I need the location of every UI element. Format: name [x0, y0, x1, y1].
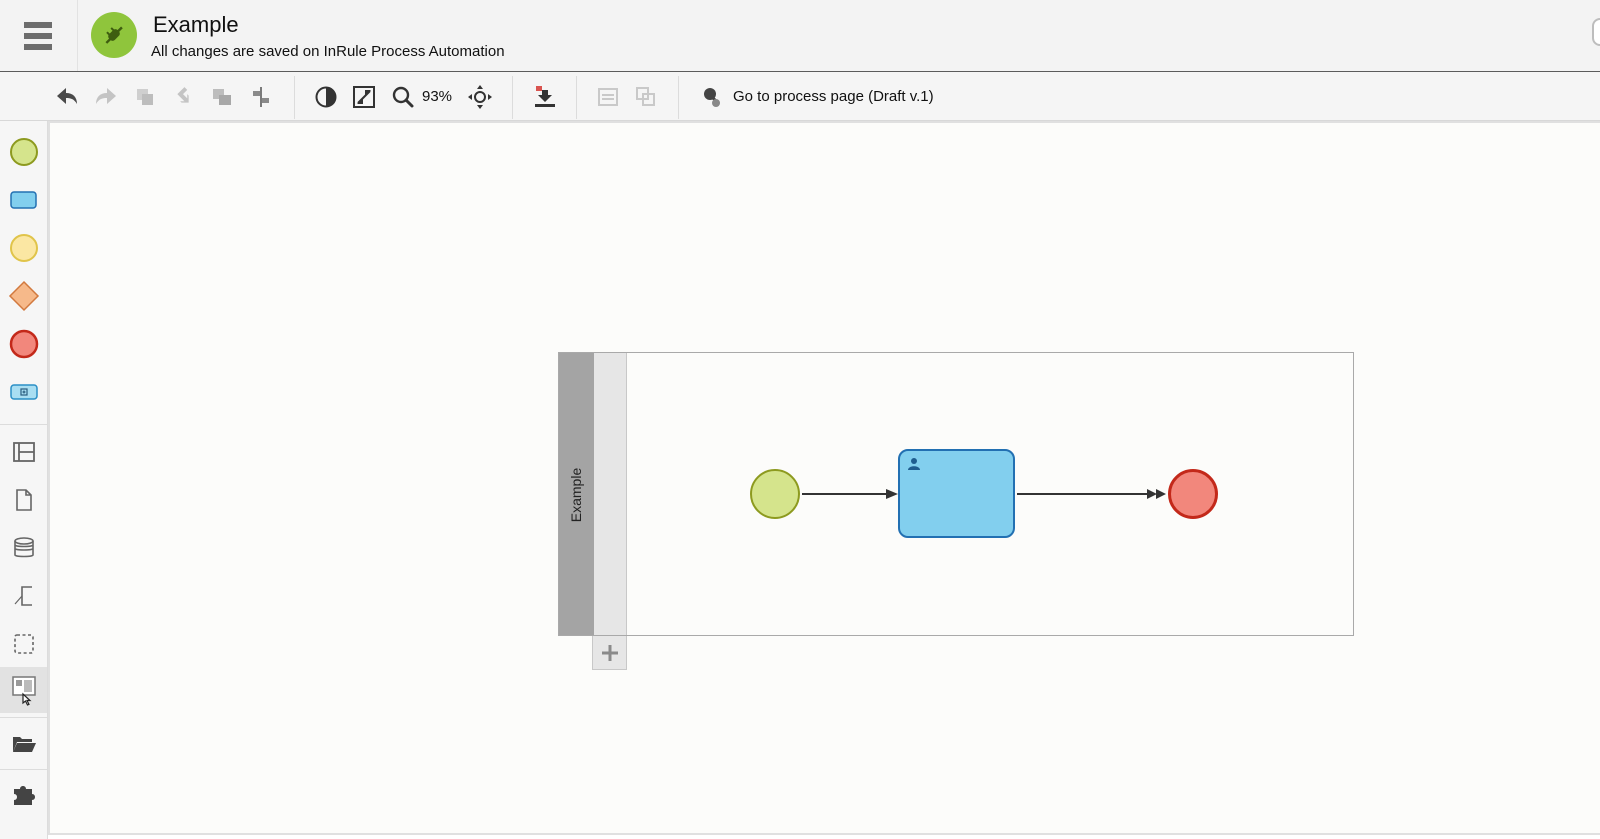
duplicate-button[interactable]	[207, 82, 237, 112]
properties-button[interactable]	[593, 82, 623, 112]
end-event[interactable]	[1168, 469, 1218, 519]
start-event-icon	[9, 138, 38, 166]
palette-separator	[0, 769, 47, 770]
toolbar-separator	[678, 76, 679, 119]
toolbar: 93% Go to process page (Draft v.1)	[0, 72, 1600, 121]
open-folder-icon	[12, 737, 36, 752]
zoom-level[interactable]: 93%	[422, 88, 453, 105]
pool-tool[interactable]	[0, 429, 47, 475]
paste-icon	[177, 86, 189, 103]
copy-icon	[137, 89, 153, 105]
align-button[interactable]	[246, 82, 276, 112]
compare-icon	[636, 87, 655, 106]
properties-icon	[598, 88, 618, 106]
puzzle-piece-icon	[13, 786, 35, 805]
data-object-icon	[15, 489, 32, 511]
image-tool-icon	[11, 676, 36, 706]
redo-button[interactable]	[91, 82, 121, 112]
shape-palette	[0, 121, 48, 839]
palette-separator	[0, 424, 47, 425]
pool[interactable]: Example	[558, 352, 1354, 636]
undo-icon	[57, 88, 77, 104]
data-store-tool[interactable]	[0, 525, 47, 571]
process-page-button[interactable]	[697, 82, 727, 112]
zoom-button[interactable]	[388, 82, 418, 112]
pool-label: Example	[568, 467, 584, 523]
app-header: Example All changes are saved on InRule …	[0, 0, 1600, 72]
duplicate-icon	[213, 89, 231, 105]
task-icon	[9, 191, 37, 209]
pan-button[interactable]	[465, 82, 495, 112]
contrast-button[interactable]	[311, 82, 341, 112]
redo-icon	[96, 88, 116, 104]
process-title: Example	[153, 12, 239, 37]
end-event-tool[interactable]	[0, 321, 47, 367]
intermediate-event-icon	[9, 234, 38, 262]
user-task[interactable]	[898, 449, 1015, 538]
start-event-tool[interactable]	[0, 129, 47, 175]
plugin-tool[interactable]	[0, 771, 47, 817]
start-event[interactable]	[750, 469, 800, 519]
app-logo	[91, 12, 137, 58]
hamburger-menu-icon	[24, 22, 52, 50]
process-page-icon	[704, 88, 721, 107]
group-tool[interactable]	[0, 621, 47, 667]
gateway-icon	[8, 280, 39, 312]
main-menu-button[interactable]	[0, 0, 78, 71]
pool-icon	[12, 442, 35, 462]
palette-separator	[0, 717, 47, 718]
sequence-flow-task-to-end[interactable]	[1015, 486, 1168, 502]
data-object-tool[interactable]	[0, 477, 47, 523]
fit-to-screen-button[interactable]	[349, 82, 379, 112]
plus-icon	[601, 644, 618, 661]
image-tool[interactable]	[0, 667, 47, 713]
user-icon	[908, 458, 920, 470]
plug-icon	[105, 26, 123, 44]
subprocess-icon	[9, 384, 38, 400]
paste-button[interactable]	[168, 82, 198, 112]
subprocess-tool[interactable]	[0, 369, 47, 415]
toolbar-separator	[512, 76, 513, 119]
download-icon	[535, 86, 555, 107]
intermediate-event-tool[interactable]	[0, 225, 47, 271]
group-icon	[13, 634, 34, 654]
side-panel-handle[interactable]	[1592, 18, 1600, 46]
data-store-icon	[13, 537, 34, 558]
toolbar-separator	[576, 76, 577, 119]
end-event-icon	[9, 329, 38, 359]
download-button[interactable]	[530, 82, 560, 112]
save-status-text: All changes are saved on InRule Process …	[151, 43, 505, 60]
add-lane-button[interactable]	[592, 636, 627, 670]
zoom-icon	[392, 86, 414, 108]
contrast-icon	[315, 86, 337, 108]
goto-process-page-link[interactable]: Go to process page (Draft v.1)	[733, 88, 934, 105]
copy-button[interactable]	[130, 82, 160, 112]
gateway-tool[interactable]	[0, 273, 47, 319]
task-tool[interactable]	[0, 177, 47, 223]
annotation-icon	[14, 586, 32, 606]
undo-button[interactable]	[52, 82, 82, 112]
canvas-scroll-area	[48, 833, 1600, 839]
open-folder-tool[interactable]	[0, 721, 47, 767]
align-icon	[253, 87, 269, 107]
pan-icon	[468, 85, 492, 109]
fit-to-screen-icon	[353, 86, 375, 108]
lane-header[interactable]	[594, 353, 627, 635]
sequence-flow-start-to-task[interactable]	[800, 486, 900, 502]
compare-button[interactable]	[631, 82, 661, 112]
pool-header[interactable]: Example	[559, 353, 594, 635]
annotation-tool[interactable]	[0, 573, 47, 619]
toolbar-separator	[294, 76, 295, 119]
